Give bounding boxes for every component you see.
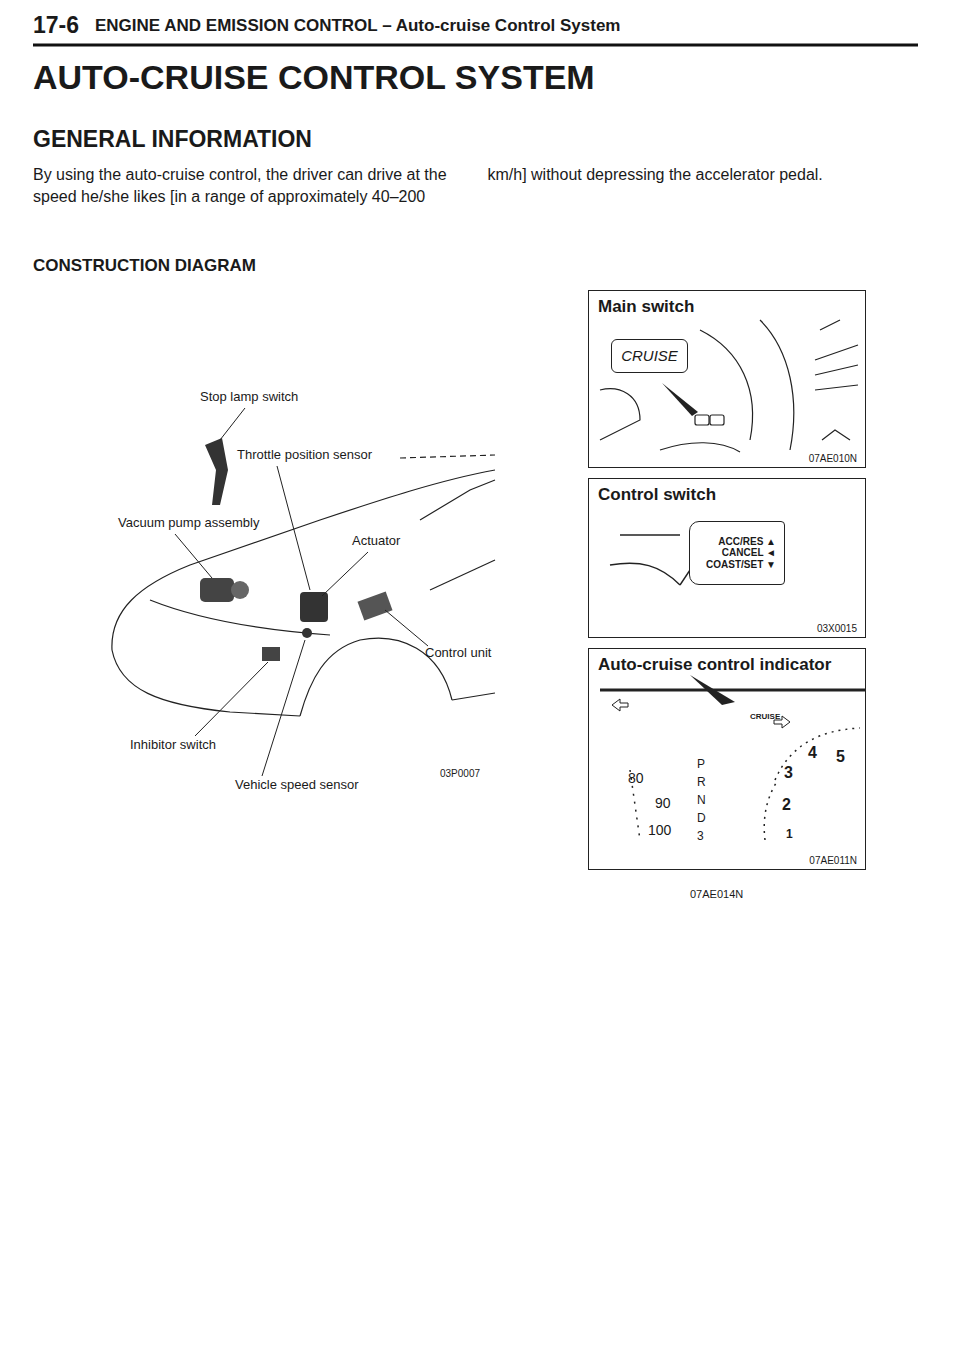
panel-heading: Auto-cruise control indicator (598, 655, 831, 675)
section-heading: GENERAL INFORMATION (33, 126, 312, 152)
gear-letter: P (697, 758, 705, 772)
body-text: By using the auto-cruise control, the dr… (33, 164, 918, 208)
part-name: Control unit (425, 646, 491, 661)
gear-letter: D (697, 812, 706, 826)
leader-lines (175, 408, 428, 776)
header-rule (33, 44, 918, 47)
switch-button: CRUISE (611, 339, 688, 373)
figure-code: 07AE014N (690, 888, 743, 901)
part-name: Vacuum pump assembly (118, 516, 259, 531)
part-name: Actuator (352, 534, 400, 549)
pointer-arrow (662, 383, 698, 416)
gear-letter: 3 (697, 830, 704, 844)
gear-letter: R (697, 776, 706, 790)
figure-code: 07AE010N (809, 453, 857, 465)
panel-heading: Main switch (598, 297, 694, 317)
figure-panel: Auto-cruise control indicator 07AE011N (588, 648, 866, 870)
panel-heading: Control switch (598, 485, 716, 505)
part-name: Inhibitor switch (130, 738, 216, 753)
switch-label: ACC/RES ▲ (718, 536, 776, 548)
rpm-number: 5 (836, 748, 845, 766)
switch-label: CRUISE (621, 347, 678, 364)
switch-face: ACC/RES ▲CANCEL ◄COAST/SET ▼ (689, 521, 785, 585)
figure-panel: Control switch 03X0015 ACC/RES ▲CANCEL ◄CO… (588, 478, 866, 638)
running-header: ENGINE AND EMISSION CONTROL – Auto-cruis… (95, 16, 621, 36)
indicator-text: CRUISE (750, 712, 780, 721)
speed-number: 90 (655, 795, 671, 811)
part-name: Throttle position sensor (237, 448, 372, 463)
speed-number: 100 (648, 822, 671, 838)
rpm-number: 4 (808, 744, 817, 762)
figure-code: 07AE011N (809, 855, 857, 867)
switch-label: CANCEL ◄ (722, 547, 776, 559)
car-outline (112, 455, 495, 716)
rpm-number: 3 (784, 764, 793, 782)
gear-letter: N (697, 794, 706, 808)
dashboard-drawing (600, 320, 858, 452)
switch-stalk (610, 535, 690, 585)
components (200, 438, 393, 661)
figure-code: 03X0015 (817, 623, 857, 635)
rpm-number: 2 (782, 796, 791, 814)
part-name: Vehicle speed sensor (235, 778, 359, 793)
indicator-drawing (600, 675, 866, 840)
part-name: Stop lamp switch (200, 390, 298, 405)
rpm-number: 1 (786, 828, 793, 842)
speed-number: 80 (628, 770, 644, 786)
switch-label: COAST/SET ▼ (706, 559, 776, 571)
sub-heading: CONSTRUCTION DIAGRAM (33, 256, 256, 276)
page-title: AUTO-CRUISE CONTROL SYSTEM (33, 58, 595, 97)
figure-code: 03P0007 (440, 768, 480, 780)
figure-panel: Main switch 07AE010N CRUISE (588, 290, 866, 468)
page-number: 17-6 (33, 12, 79, 38)
